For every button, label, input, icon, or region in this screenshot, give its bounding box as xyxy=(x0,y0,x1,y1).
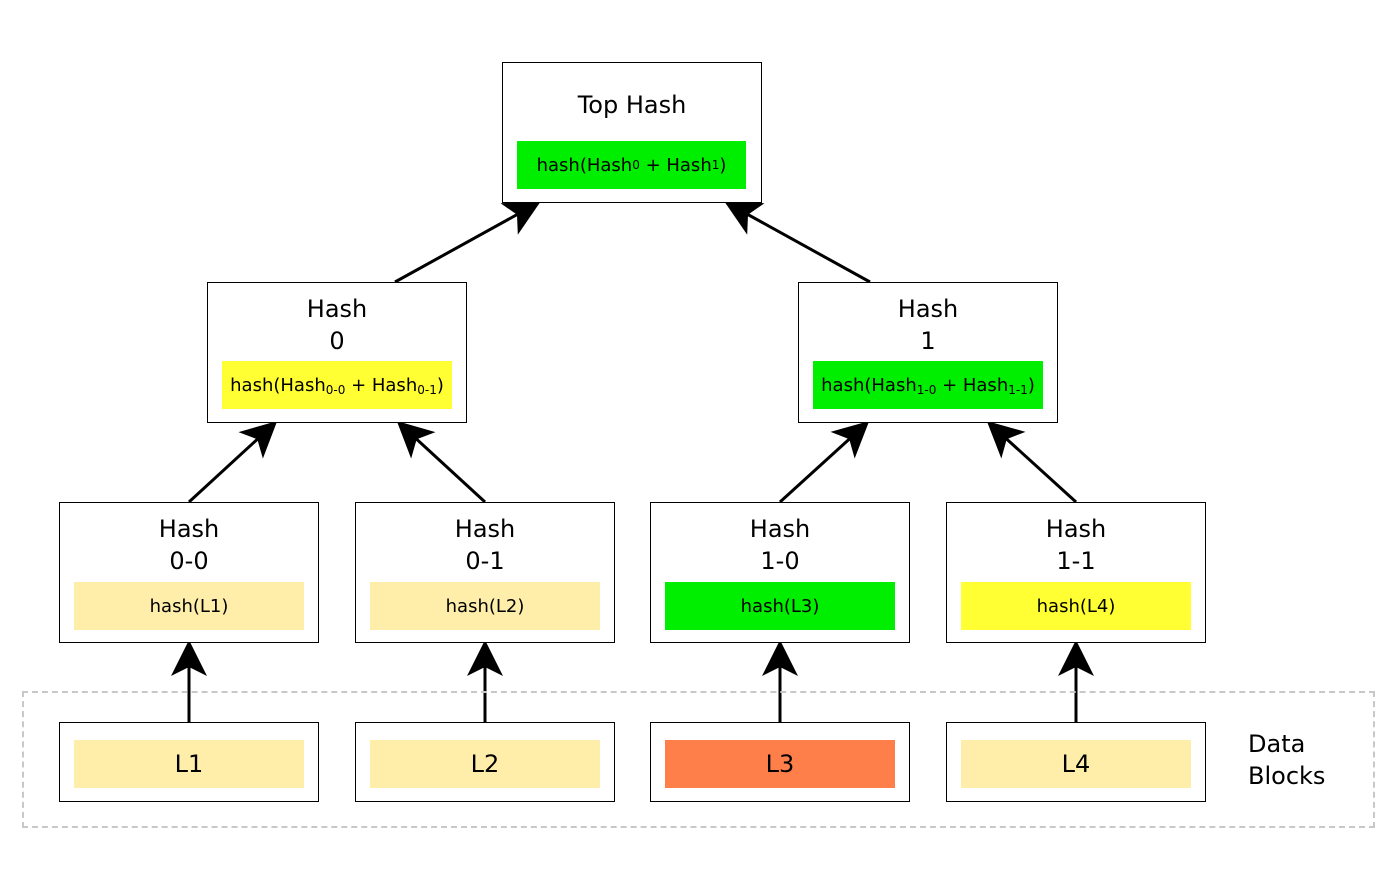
hash-0-node: Hash 0 hash(Hash0-0 + Hash0-1) xyxy=(207,282,467,423)
hash-0-formula-sub-b: 0-1 xyxy=(417,382,437,397)
data-blocks-label: Data Blocks xyxy=(1248,728,1325,792)
hash-0-title: Hash 0 xyxy=(208,293,466,357)
arrow-hash-1-1-to-hash-1 xyxy=(986,420,1078,504)
hash-1-title-line1: Hash xyxy=(897,295,959,323)
hash-0-0-title: Hash 0-0 xyxy=(60,513,318,577)
top-formula-suffix: ) xyxy=(719,154,727,176)
hash-0-1-formula: hash(L2) xyxy=(370,582,600,630)
data-blocks-label-line2: Blocks xyxy=(1248,762,1326,790)
hash-1-0-title-line1: Hash xyxy=(749,515,811,543)
hash-0-title-line2: 0 xyxy=(329,327,345,355)
data-block-l4-label: L4 xyxy=(961,740,1191,788)
hash-0-formula-sub-a: 0-0 xyxy=(325,382,346,397)
hash-0-1-title-line2: 0-1 xyxy=(465,547,505,575)
hash-1-title: Hash 1 xyxy=(799,293,1057,357)
hash-1-node: Hash 1 hash(Hash1-0 + Hash1-1) xyxy=(798,282,1058,423)
hash-1-1-title-line1: Hash xyxy=(1045,515,1107,543)
top-formula-prefix: hash(Hash xyxy=(536,154,633,176)
hash-0-0-node: Hash 0-0 hash(L1) xyxy=(59,502,319,643)
top-formula-mid: + Hash xyxy=(639,154,712,176)
hash-1-0-formula: hash(L3) xyxy=(665,582,895,630)
hash-1-formula-sub-a: 1-0 xyxy=(916,382,937,397)
hash-1-formula-prefix: hash(Hash xyxy=(821,374,917,396)
hash-0-0-formula: hash(L1) xyxy=(74,582,304,630)
data-block-l1: L1 xyxy=(59,722,319,802)
hash-0-formula-suffix: ) xyxy=(436,374,444,396)
arrow-hash-1-to-top-hash xyxy=(724,201,871,284)
data-block-l1-label: L1 xyxy=(74,740,304,788)
hash-0-formula-prefix: hash(Hash xyxy=(230,374,326,396)
hash-0-formula-mid: + Hash xyxy=(345,374,418,396)
hash-0-formula: hash(Hash0-0 + Hash0-1) xyxy=(208,361,466,409)
hash-0-formula-background xyxy=(222,361,452,409)
hash-1-formula-mid: + Hash xyxy=(936,374,1009,396)
hash-1-1-title-line2: 1-1 xyxy=(1056,547,1096,575)
hash-0-1-node: Hash 0-1 hash(L2) xyxy=(355,502,615,643)
hash-0-1-title-line1: Hash xyxy=(454,515,516,543)
top-hash-title: Top Hash xyxy=(577,91,687,119)
data-blocks-region xyxy=(22,691,1375,828)
hash-1-0-title: Hash 1-0 xyxy=(651,513,909,577)
data-blocks-label-line1: Data xyxy=(1248,730,1306,758)
hash-1-1-title: Hash 1-1 xyxy=(947,513,1205,577)
hash-1-1-formula: hash(L4) xyxy=(961,582,1191,630)
hash-1-0-node: Hash 1-0 hash(L3) xyxy=(650,502,910,643)
hash-1-1-node: Hash 1-1 hash(L4) xyxy=(946,502,1206,643)
hash-0-title-line1: Hash xyxy=(306,295,368,323)
data-block-l2-label: L2 xyxy=(370,740,600,788)
arrow-hash-1-0-to-hash-1 xyxy=(778,420,870,504)
hash-1-formula-background xyxy=(813,361,1043,409)
data-block-l4: L4 xyxy=(946,722,1206,802)
hash-0-0-title-line1: Hash xyxy=(158,515,220,543)
data-block-l2: L2 xyxy=(355,722,615,802)
hash-1-formula: hash(Hash1-0 + Hash1-1) xyxy=(799,361,1057,409)
hash-0-1-title: Hash 0-1 xyxy=(356,513,614,577)
data-block-l3: L3 xyxy=(650,722,910,802)
hash-1-formula-sub-b: 1-1 xyxy=(1008,382,1028,397)
data-block-l3-label: L3 xyxy=(665,740,895,788)
arrow-hash-0-to-top-hash xyxy=(394,201,541,284)
arrow-hash-0-1-to-hash-0 xyxy=(396,420,487,504)
hash-1-formula-suffix: ) xyxy=(1027,374,1035,396)
hash-0-0-title-line2: 0-0 xyxy=(169,547,209,575)
hash-1-0-title-line2: 1-0 xyxy=(760,547,800,575)
hash-1-title-line2: 1 xyxy=(920,327,936,355)
arrow-hash-0-0-to-hash-0 xyxy=(187,420,278,504)
